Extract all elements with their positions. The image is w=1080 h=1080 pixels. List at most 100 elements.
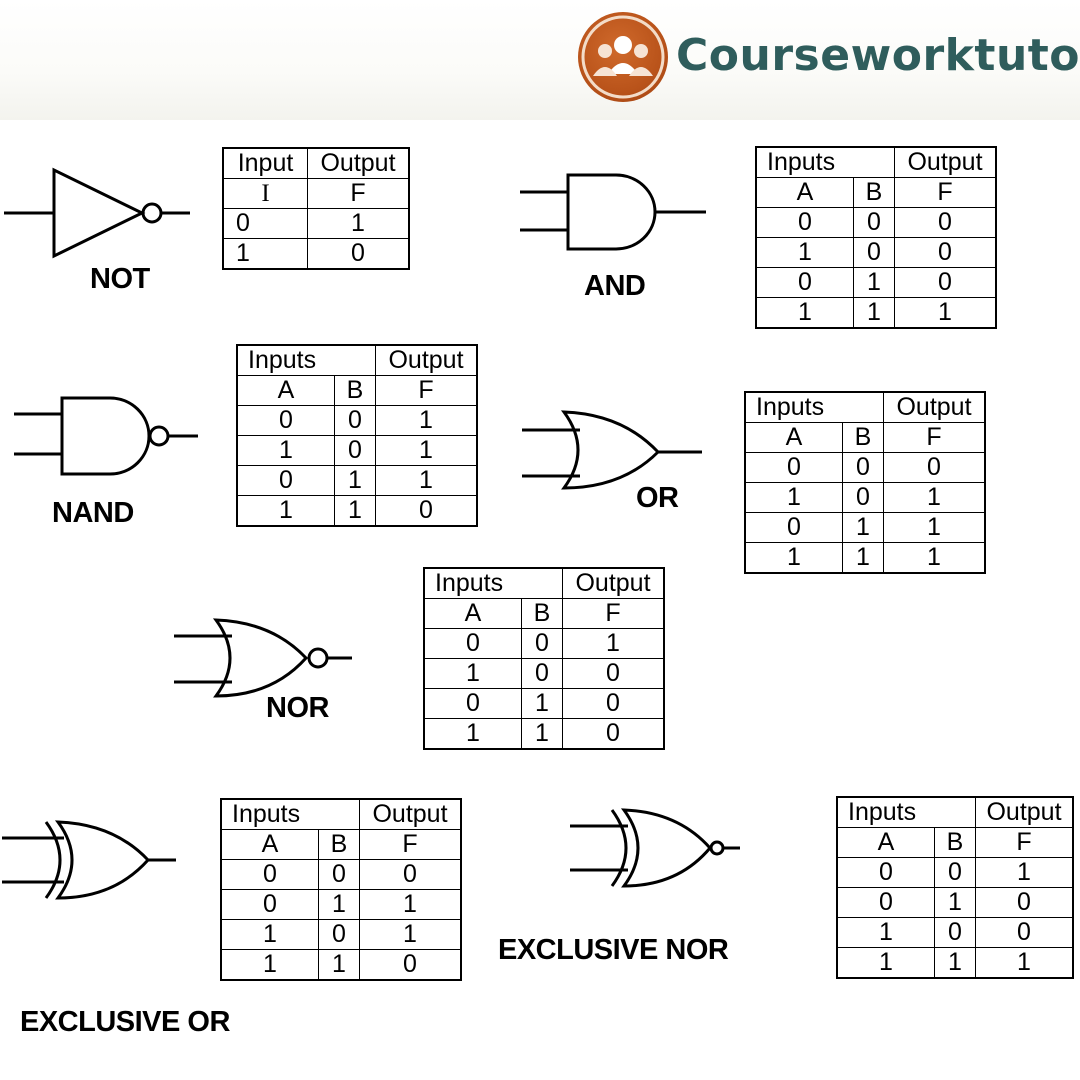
table-cell: 1 xyxy=(853,297,895,329)
table-cell: 0 xyxy=(222,208,308,239)
table-cell: 0 xyxy=(755,207,854,238)
table-cell: 1 xyxy=(934,887,976,918)
subheader-cell: F xyxy=(359,829,462,860)
table-cell: 1 xyxy=(853,267,895,298)
subheader-cell: B xyxy=(318,829,360,860)
table-cell: 1 xyxy=(375,435,478,466)
brand-name: Courseworktutors xyxy=(676,30,1080,81)
not-gate-label: NOT xyxy=(90,263,150,295)
table-cell: 0 xyxy=(744,452,843,483)
table-cell: 0 xyxy=(359,859,462,890)
xnor-gate-label: EXCLUSIVE NOR xyxy=(498,934,729,966)
xnor-gate-symbol xyxy=(570,808,740,888)
subheader-cell: A xyxy=(423,598,522,629)
table-cell: 1 xyxy=(744,482,843,513)
table-cell: 1 xyxy=(975,947,1074,979)
table-cell: 0 xyxy=(744,512,843,543)
table-cell: 0 xyxy=(883,452,986,483)
table-cell: 1 xyxy=(883,542,986,574)
table-cell: 0 xyxy=(562,718,665,750)
table-cell: 0 xyxy=(853,237,895,268)
table-cell: 1 xyxy=(423,718,522,750)
table-cell: 1 xyxy=(318,949,360,981)
table-cell: 0 xyxy=(521,628,563,659)
table-cell: 0 xyxy=(842,452,884,483)
table-cell: 0 xyxy=(307,238,410,270)
table-cell: 1 xyxy=(883,512,986,543)
header-cell: Output xyxy=(883,391,986,423)
header-cell: Output xyxy=(562,567,665,599)
table-cell: 1 xyxy=(375,405,478,436)
table-cell: 0 xyxy=(894,237,997,268)
table-cell: 0 xyxy=(334,405,376,436)
table-cell: 1 xyxy=(359,889,462,920)
header-cell: Output xyxy=(894,146,997,178)
table-cell: 0 xyxy=(755,267,854,298)
table-cell: 0 xyxy=(318,859,360,890)
table-cell: 1 xyxy=(562,628,665,659)
table-cell: 1 xyxy=(375,465,478,496)
table-cell: 1 xyxy=(934,947,976,979)
header-cell: Output xyxy=(307,147,410,179)
table-cell: 1 xyxy=(894,297,997,329)
header-cell: Input xyxy=(222,147,308,179)
table-cell: 1 xyxy=(842,542,884,574)
table-cell: 0 xyxy=(894,207,997,238)
or-gate-symbol xyxy=(522,410,702,490)
subheader-cell: A xyxy=(744,422,843,453)
nor-gate-symbol xyxy=(174,618,352,698)
table-cell: 1 xyxy=(359,919,462,950)
table-cell: 1 xyxy=(836,917,935,948)
nand-gate-symbol xyxy=(14,396,198,476)
header-cell: Output xyxy=(375,344,478,376)
table-cell: 0 xyxy=(423,688,522,719)
header-cell: Inputs xyxy=(220,798,360,830)
subheader-cell: A xyxy=(220,829,319,860)
table-cell: 0 xyxy=(842,482,884,513)
table-cell: 0 xyxy=(562,658,665,689)
table-cell: 0 xyxy=(334,435,376,466)
table-cell: 1 xyxy=(334,465,376,496)
table-cell: 0 xyxy=(934,917,976,948)
header-cell: Inputs xyxy=(236,344,376,376)
table-cell: 1 xyxy=(423,658,522,689)
table-cell: 1 xyxy=(836,947,935,979)
table-cell: 0 xyxy=(318,919,360,950)
table-cell: 0 xyxy=(359,949,462,981)
table-cell: 1 xyxy=(975,857,1074,888)
table-cell: 1 xyxy=(842,512,884,543)
table-cell: 0 xyxy=(521,658,563,689)
subheader-cell: F xyxy=(562,598,665,629)
table-cell: 1 xyxy=(307,208,410,239)
table-cell: 1 xyxy=(883,482,986,513)
table-cell: 1 xyxy=(521,688,563,719)
table-cell: 1 xyxy=(222,238,308,270)
table-cell: 0 xyxy=(894,267,997,298)
table-cell: 0 xyxy=(934,857,976,888)
table-cell: 1 xyxy=(220,949,319,981)
subheader-cell: B xyxy=(334,375,376,406)
subheader-cell: I xyxy=(222,178,308,209)
header-cell: Output xyxy=(359,798,462,830)
subheader-cell: F xyxy=(883,422,986,453)
subheader-cell: F xyxy=(307,178,410,209)
header-cell: Inputs xyxy=(744,391,884,423)
subheader-cell: B xyxy=(934,827,976,858)
table-cell: 1 xyxy=(334,495,376,527)
nor-gate-label: NOR xyxy=(266,692,329,724)
header-cell: Inputs xyxy=(836,796,976,828)
header-cell: Inputs xyxy=(423,567,563,599)
and-gate-label: AND xyxy=(584,270,646,302)
or-gate-label: OR xyxy=(636,482,679,514)
table-cell: 0 xyxy=(853,207,895,238)
xor-gate-label: EXCLUSIVE OR xyxy=(20,1006,230,1038)
nand-gate-label: NAND xyxy=(52,497,134,529)
subheader-cell: B xyxy=(521,598,563,629)
table-cell: 1 xyxy=(521,718,563,750)
